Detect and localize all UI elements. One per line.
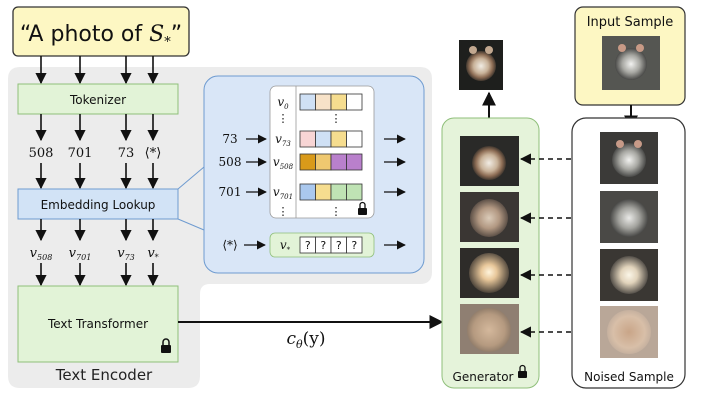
svg-text:“A photo of S*”: “A photo of S*” — [20, 22, 182, 50]
star-token-input: ⟨*⟩ — [222, 238, 237, 252]
embedding-lookup-box: Embedding Lookup — [17, 188, 179, 220]
prompt-subscript: * — [164, 35, 171, 50]
embeddings-to-transformer-arrows — [35, 263, 159, 287]
svg-text:⋮: ⋮ — [331, 205, 342, 218]
vertical-dots: ⋮ ⋮ ⋮ ⋮ — [278, 112, 342, 218]
lookup-input-508: 508 — [219, 155, 242, 169]
noised-sample-panel: Noised Sample — [571, 117, 686, 389]
prompt-prefix: “A photo of — [20, 22, 149, 47]
embedding-vector-row: v508 v701 v73 v* — [30, 246, 159, 262]
generator-lock-icon — [518, 364, 527, 378]
embedding-v73: v73 — [117, 246, 135, 262]
noised-sample-label: Noised Sample — [584, 370, 674, 384]
ids-to-lookup-arrows — [35, 163, 159, 190]
embedding-v701: v701 — [69, 246, 92, 262]
text-transformer-box: Text Transformer — [17, 285, 179, 363]
embedding-cell — [299, 153, 316, 171]
embedding-cell — [346, 183, 363, 201]
embedding-cell — [315, 130, 332, 148]
learnable-cell-mark: ? — [320, 239, 326, 252]
token-id-73: 73 — [118, 146, 135, 161]
embedding-cell — [330, 130, 347, 148]
tokenizer-to-ids-arrows — [35, 114, 159, 142]
generator-label: Generator — [453, 370, 514, 384]
svg-text:⋮: ⋮ — [278, 112, 289, 125]
embedding-vstar: v* — [147, 246, 158, 262]
learnable-cell-mark: ? — [305, 239, 311, 252]
lookup-to-embeddings-arrows — [35, 219, 159, 242]
learnable-cell-mark: ? — [351, 239, 357, 252]
embedding-cell — [299, 183, 316, 201]
table-lock-icon — [358, 201, 367, 215]
embedding-cell — [315, 153, 332, 171]
input-sample-label: Input Sample — [587, 15, 674, 30]
tokenizer-label: Tokenizer — [69, 93, 126, 107]
learnable-cell — [346, 236, 363, 254]
embedding-cell — [346, 93, 363, 111]
token-id-701: 701 — [68, 146, 93, 161]
svg-text:⋮: ⋮ — [278, 205, 289, 218]
tokenizer-box: Tokenizer — [17, 83, 179, 115]
lookup-row-label-701: v701 — [273, 185, 293, 201]
text-encoder-label: Text Encoder — [55, 366, 153, 384]
lookup-row-label-508: v508 — [273, 155, 294, 171]
token-id-row: 508 701 73 ⟨*⟩ — [29, 146, 162, 161]
token-id-508: 508 — [29, 146, 54, 161]
embedding-cell — [330, 183, 347, 201]
embedding-cell — [299, 93, 316, 111]
lookup-callout-lines — [177, 166, 205, 231]
star-embedding-label: v* — [280, 238, 291, 254]
embedding-cell — [330, 153, 347, 171]
prompt-suffix: ” — [171, 22, 182, 47]
embedding-cell — [330, 93, 347, 111]
denoise-correspondence-arrows — [519, 153, 595, 338]
lookup-row-label-0: v0 — [277, 95, 289, 111]
input-sample-box: Input Sample — [574, 6, 686, 106]
lock-icon — [161, 338, 171, 353]
learnable-cell-mark: ? — [336, 239, 342, 252]
conditioning-label: cθ(y) — [286, 329, 325, 351]
embedding-cell — [315, 183, 332, 201]
embedding-cell — [299, 130, 316, 148]
generator-panel: Generator — [441, 117, 540, 389]
token-id-star: ⟨*⟩ — [145, 146, 162, 161]
embedding-cell — [346, 153, 363, 171]
embedding-cell — [315, 93, 332, 111]
lookup-input-73: 73 — [222, 132, 237, 146]
prompt-symbol: S — [149, 22, 164, 47]
svg-text:⋮: ⋮ — [331, 112, 342, 125]
lookup-row-label-73: v73 — [275, 132, 291, 148]
lookup-input-701: 701 — [219, 185, 242, 199]
embedding-v508: v508 — [30, 246, 53, 262]
generated-output-image — [459, 40, 503, 90]
text-transformer-label: Text Transformer — [47, 317, 148, 331]
embedding-lookup-label: Embedding Lookup — [41, 198, 156, 212]
lookup-table-popup: v0 73 v73 508 v508 701 v701 ⋮ ⋮ ⋮ ⋮ ⟨*⟩ v* ???? — [203, 75, 425, 274]
embedding-cell — [346, 130, 363, 148]
prompt-to-tokenizer-arrows — [35, 56, 159, 85]
prompt-box: “A photo of S*” — [12, 6, 190, 57]
